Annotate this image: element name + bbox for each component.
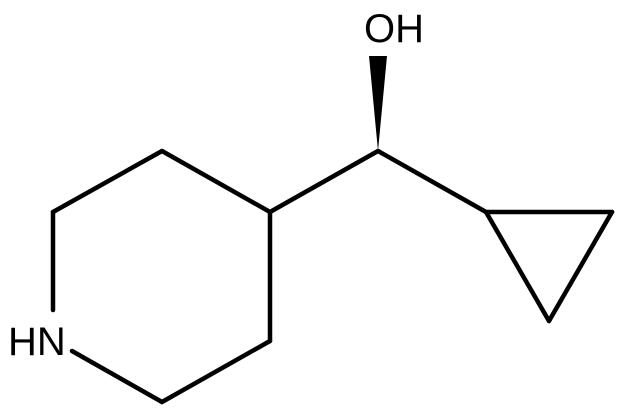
bond-cp3-cp1: [483, 209, 552, 324]
wedge-bond-oh: [369, 56, 387, 151]
bond-n1-c6: [69, 348, 165, 405]
nh-label: HN: [8, 320, 66, 364]
cyclopropyl-ring: [483, 209, 615, 324]
bond-ccarbinol-cyclopropyl: [375, 148, 489, 215]
piperidine-ring: [50, 148, 273, 405]
bond-c4-c3: [159, 148, 273, 215]
bond-c4-ccarbinol: [267, 148, 381, 215]
bond-c6-c5: [159, 338, 273, 405]
bond-c3-c2: [50, 148, 165, 215]
bond-cp2-cp3: [546, 209, 615, 324]
oh-label: OH: [364, 7, 424, 51]
